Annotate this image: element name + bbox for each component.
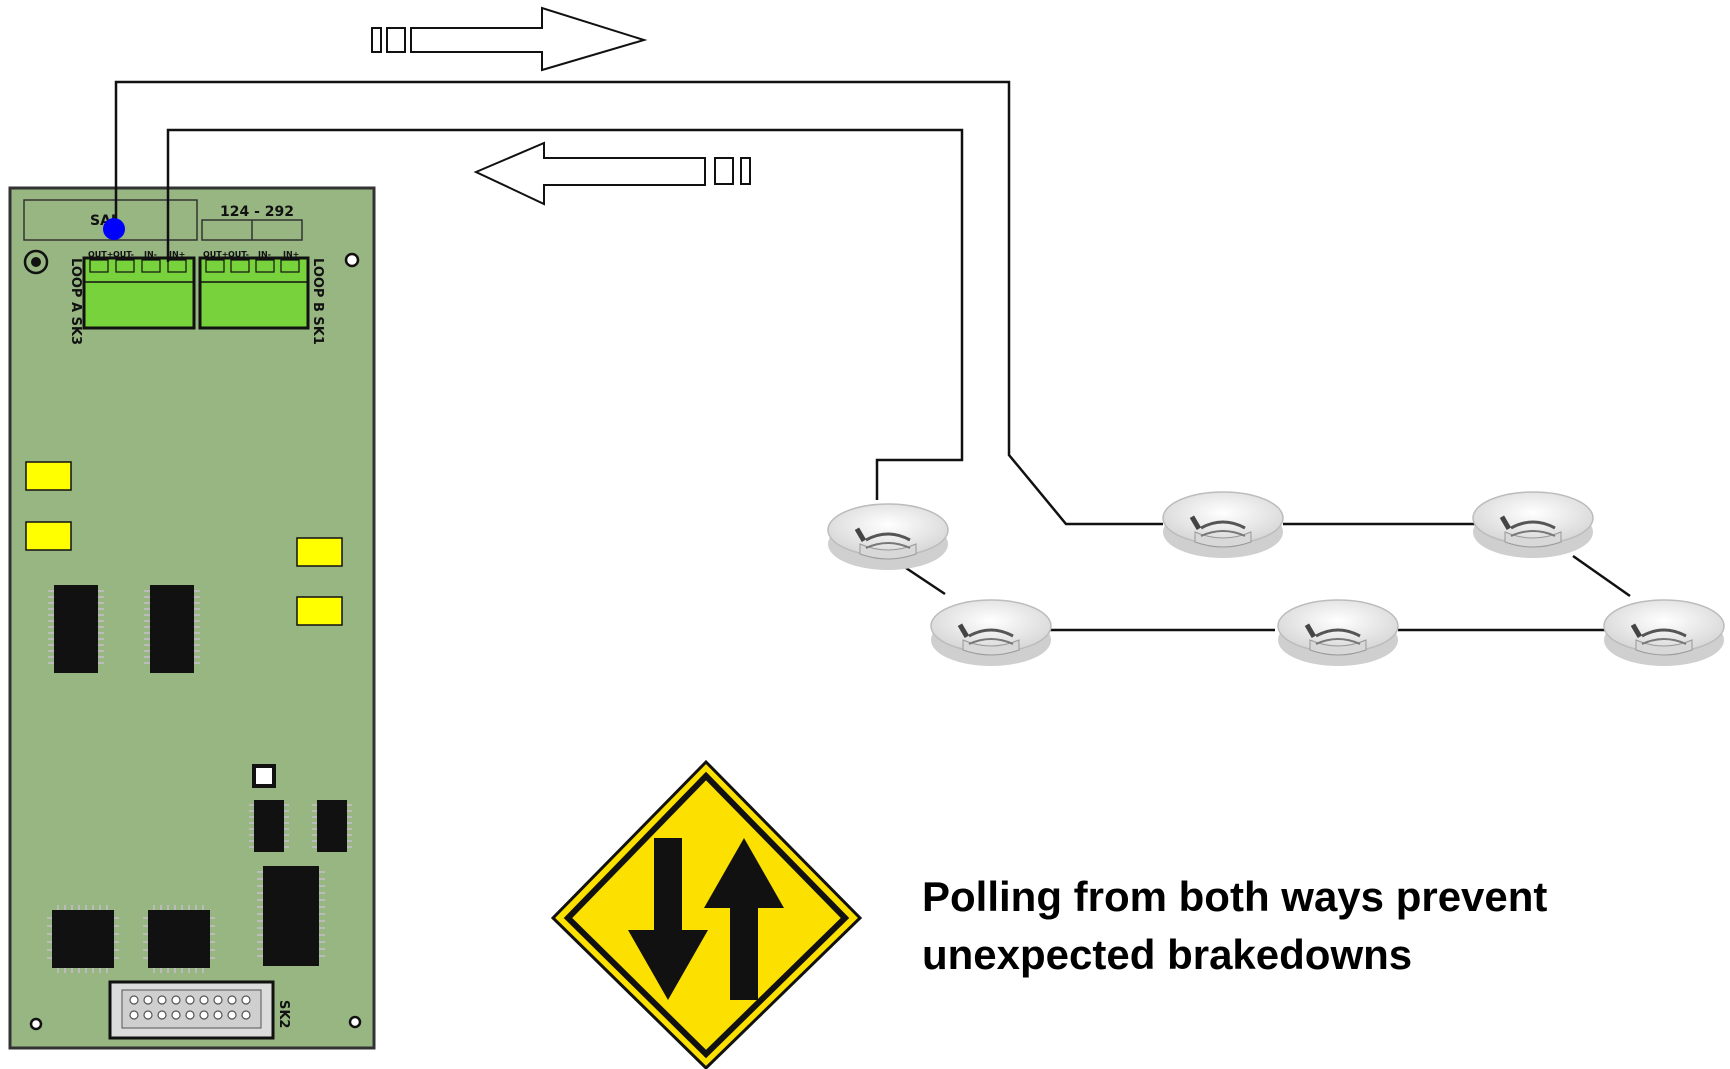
smoke-detector-icon (1277, 599, 1399, 666)
smoke-detector-icon (827, 503, 949, 570)
terminal-label: OUT- (228, 250, 249, 259)
left-arrow-icon (473, 141, 751, 206)
ic-chip (143, 905, 215, 973)
led-indicator (296, 537, 343, 567)
ic-chip (144, 585, 200, 673)
terminal-block-loop-b: OUT+ OUT- IN- IN+ (198, 250, 310, 330)
terminal-label: OUT+ (203, 250, 228, 259)
led-indicator (25, 461, 72, 491)
right-arrow-icon (371, 6, 648, 72)
mounting-hole-icon (29, 1017, 43, 1031)
ic-chip (48, 585, 104, 673)
terminal-label: OUT+ (88, 250, 113, 259)
control-panel-board: SAL 124 - 292 OUT+ OUT- IN- IN+ LOOP A S… (8, 186, 376, 1050)
loop-a-label: LOOP A SK3 (68, 258, 83, 345)
smoke-detector-icon (930, 599, 1052, 666)
smoke-detectors (827, 491, 1725, 666)
terminal-label: IN+ (283, 250, 299, 259)
ic-chip (257, 866, 325, 966)
smoke-detector-icon (1603, 599, 1725, 666)
test-point (252, 764, 276, 788)
loop-cable (114, 80, 1631, 632)
ic-chip (47, 905, 119, 973)
mounting-hole-icon (23, 249, 49, 275)
led-indicator (25, 521, 72, 551)
ic-chip (249, 800, 289, 852)
board-label-right: 124 - 292 (220, 204, 294, 220)
mounting-hole-icon (348, 1015, 362, 1029)
terminal-label: IN- (258, 250, 271, 259)
connector-label: SK2 (276, 1000, 291, 1028)
caption-line-2: unexpected brakedowns (922, 931, 1413, 978)
smoke-detector-icon (1472, 491, 1594, 558)
ribbon-connector (108, 980, 275, 1040)
caption-line-1: Polling from both ways prevent (922, 873, 1548, 920)
terminal-label: IN+ (169, 250, 185, 259)
caption: Polling from both ways prevent unexpecte… (922, 868, 1682, 984)
led-indicator (296, 596, 343, 626)
mounting-hole-icon (344, 252, 360, 268)
terminal-block-loop-a: OUT+ OUT- IN- IN+ (82, 250, 196, 330)
terminal-label: OUT- (113, 250, 134, 259)
loop-b-label: LOOP B SK1 (310, 258, 325, 345)
ic-chip (312, 800, 352, 852)
smoke-detector-icon (1162, 491, 1284, 558)
terminal-label: IN- (144, 250, 157, 259)
two-way-traffic-sign-icon (550, 759, 863, 1069)
loop-start-marker (103, 218, 125, 240)
